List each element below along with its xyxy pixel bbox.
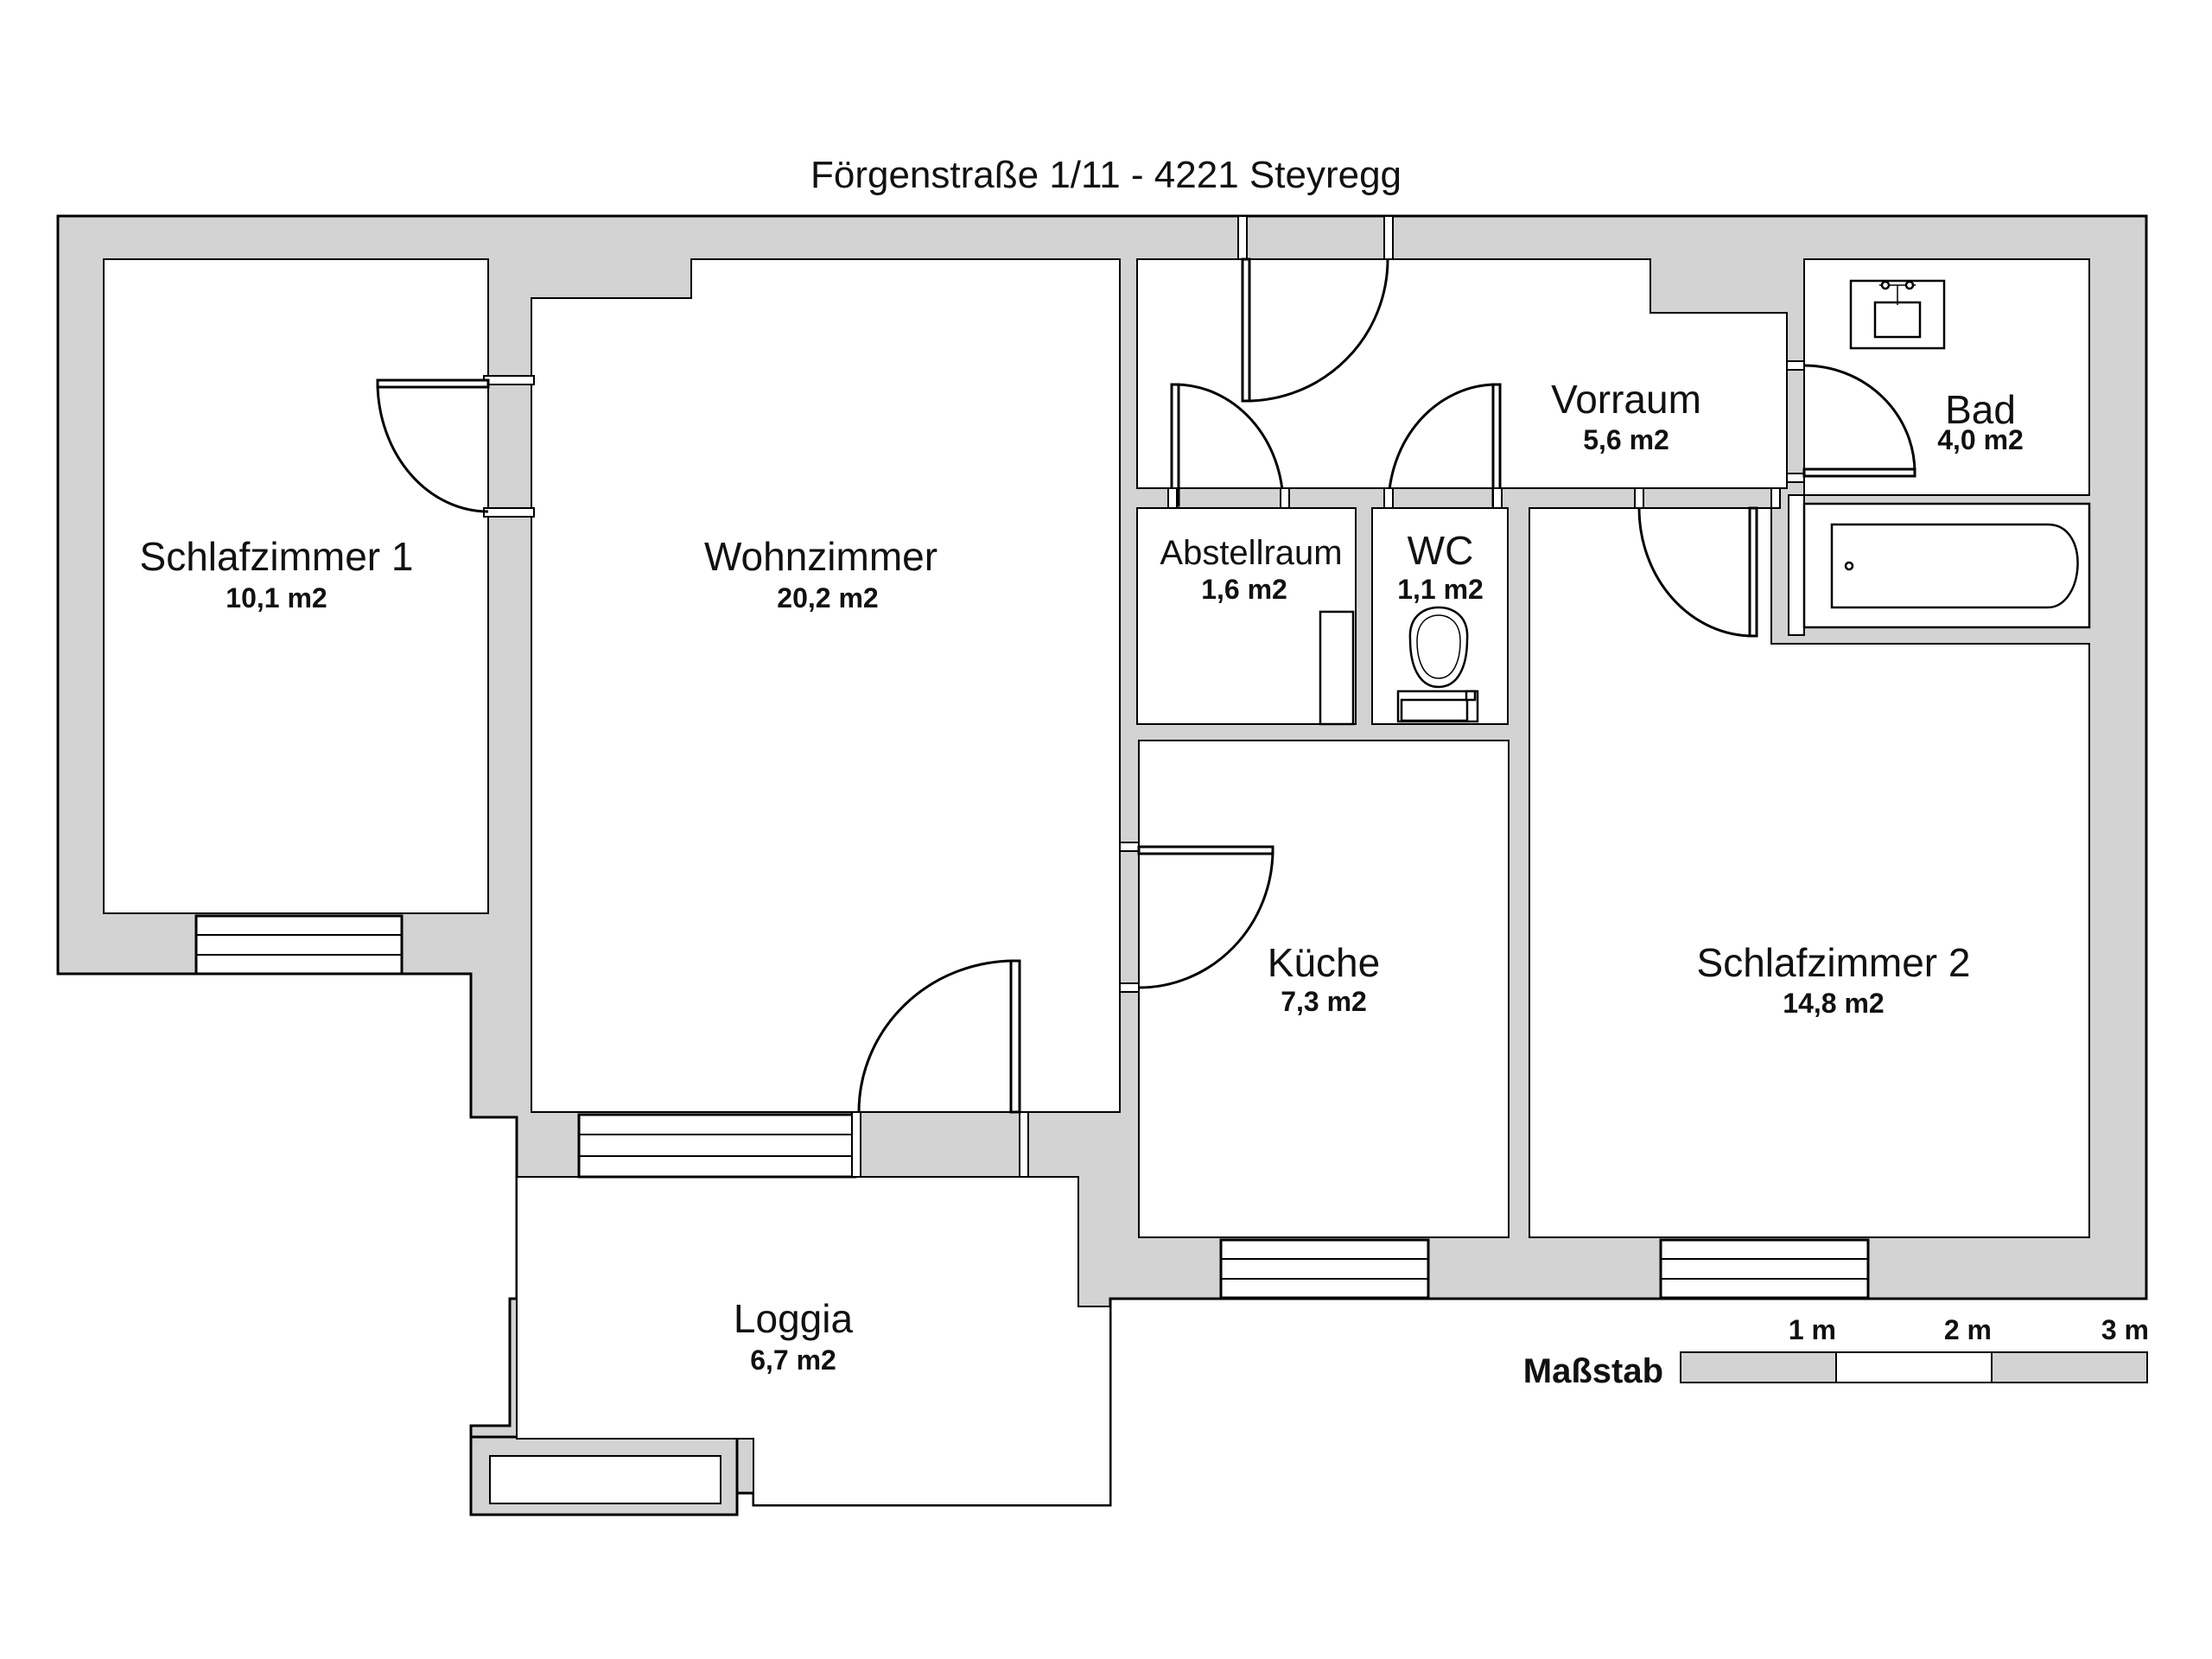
label-wc: WC bbox=[1408, 528, 1474, 573]
label-kueche: Küche bbox=[1268, 940, 1380, 985]
washbasin-icon bbox=[1849, 279, 1946, 350]
area-bad: 4,0 m2 bbox=[1937, 424, 2024, 455]
door-schlafzimmer-1 bbox=[376, 375, 535, 518]
area-vorraum: 5,6 m2 bbox=[1583, 424, 1669, 455]
door-entrance bbox=[1237, 215, 1394, 403]
room-wohnzimmer bbox=[531, 258, 1121, 1113]
storage-shelf-icon bbox=[1319, 610, 1355, 726]
label-schlafzimmer-2: Schlafzimmer 2 bbox=[1697, 940, 1971, 985]
window-schlafzimmer-1 bbox=[194, 914, 404, 976]
area-schlafzimmer-1: 10,1 m2 bbox=[226, 582, 327, 613]
loggia-planter bbox=[489, 1455, 721, 1504]
window-kueche bbox=[1219, 1238, 1430, 1300]
fixtures bbox=[1319, 279, 2091, 726]
room-vorraum bbox=[1136, 258, 1788, 489]
area-wc: 1,1 m2 bbox=[1397, 574, 1484, 605]
label-loggia: Loggia bbox=[734, 1296, 854, 1341]
scale-segment-3 bbox=[1991, 1351, 2148, 1383]
door-bad bbox=[1786, 360, 1916, 483]
area-abstellraum: 1,6 m2 bbox=[1201, 574, 1287, 605]
scale-tick-3: 3 m bbox=[2101, 1314, 2149, 1345]
scale-bar: Maßstab 1 m 2 m 3 m bbox=[1523, 1314, 2149, 1390]
rooms bbox=[103, 258, 2090, 1506]
scale-segment-2 bbox=[1835, 1351, 1993, 1383]
area-wohnzimmer: 20,2 m2 bbox=[777, 582, 878, 613]
label-vorraum: Vorraum bbox=[1551, 377, 1701, 422]
scale-segment-1 bbox=[1680, 1351, 1837, 1383]
plan-title: Förgenstraße 1/11 - 4221 Steyregg bbox=[810, 154, 1402, 196]
toilet-icon bbox=[1396, 606, 1479, 723]
label-wohnzimmer: Wohnzimmer bbox=[704, 534, 938, 579]
scale-label: Maßstab bbox=[1523, 1352, 1663, 1390]
label-abstellraum: Abstellraum bbox=[1160, 534, 1342, 572]
room-bad bbox=[1788, 258, 2090, 636]
area-loggia: 6,7 m2 bbox=[750, 1344, 836, 1376]
area-kueche: 7,3 m2 bbox=[1281, 986, 1367, 1017]
bathtub-icon bbox=[1802, 502, 2091, 629]
room-schlafzimmer-1 bbox=[103, 258, 489, 914]
windows bbox=[194, 914, 1870, 1300]
scale-tick-2: 2 m bbox=[1944, 1314, 1992, 1345]
area-schlafzimmer-2: 14,8 m2 bbox=[1783, 988, 1884, 1019]
label-bad: Bad bbox=[1945, 387, 2016, 432]
room-labels: Schlafzimmer 1 10,1 m2 Wohnzimmer 20,2 m… bbox=[140, 377, 2024, 1376]
doors bbox=[376, 215, 1916, 1178]
room-kueche bbox=[1138, 740, 1510, 1238]
door-loggia bbox=[851, 959, 1029, 1178]
door-wc bbox=[1383, 383, 1503, 509]
door-schlafzimmer-2 bbox=[1634, 487, 1781, 638]
room-loggia bbox=[516, 1176, 1111, 1506]
scale-tick-1: 1 m bbox=[1789, 1314, 1836, 1345]
door-abstellraum bbox=[1167, 383, 1290, 509]
label-schlafzimmer-1: Schlafzimmer 1 bbox=[140, 534, 414, 579]
door-kueche bbox=[1119, 842, 1274, 993]
window-schlafzimmer-2 bbox=[1659, 1238, 1870, 1300]
window-wohnzimmer bbox=[577, 1113, 857, 1179]
